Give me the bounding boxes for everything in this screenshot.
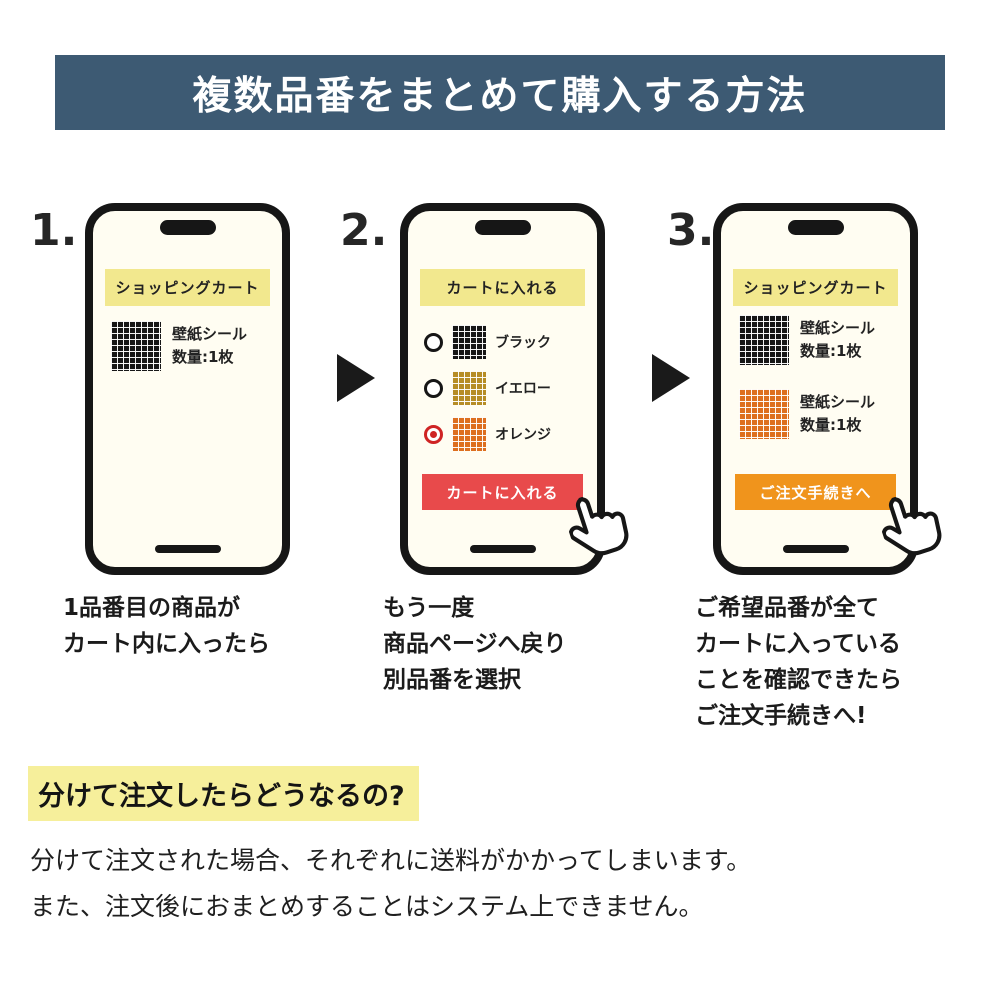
footer-heading: 分けて注文したらどうなるの? <box>28 766 419 821</box>
step2-number: 2. <box>340 205 388 256</box>
shopping-cart-header: ショッピングカート <box>105 269 270 306</box>
color-option-black: ブラック <box>424 325 551 359</box>
step1-caption: 1品番目の商品が カート内に入ったら <box>63 590 270 662</box>
color-swatch-icon <box>452 371 486 405</box>
cart-item: 壁紙シール 数量:1枚 <box>111 321 247 371</box>
hand-cursor-icon <box>872 483 951 565</box>
product-swatch-icon <box>739 315 789 365</box>
radio-button-icon <box>424 332 443 352</box>
phone-notch <box>787 220 844 235</box>
product-quantity: 数量:1枚 <box>800 342 862 360</box>
step1-number: 1. <box>30 205 78 256</box>
phone-mockup-step2: カートに入れる ブラック イエロー オレンジ カートに入れる <box>400 203 629 575</box>
add-to-cart-header: カートに入れる <box>420 269 585 306</box>
caption-line: ことを確認できたら <box>695 667 902 693</box>
footer-body-line: 分けて注文された場合、それぞれに送料がかかってしまいます。 <box>30 846 752 875</box>
cart-item: 壁紙シール 数量:1枚 <box>739 389 875 439</box>
caption-line: ご希望品番が全て <box>695 595 879 621</box>
cart-item: 壁紙シール 数量:1枚 <box>739 315 875 365</box>
phone-home-indicator <box>154 545 221 553</box>
product-info: 壁紙シール 数量:1枚 <box>800 317 875 363</box>
right-arrow-icon <box>337 354 375 402</box>
step3-caption: ご希望品番が全て カートに入っている ことを確認できたら ご注文手続きへ! <box>695 590 902 734</box>
title-banner: 複数品番をまとめて購入する方法 <box>55 55 945 130</box>
color-option-orange: オレンジ <box>424 417 551 451</box>
phone-notch <box>159 220 216 235</box>
phone-notch <box>474 220 531 235</box>
color-option-yellow: イエロー <box>424 371 551 405</box>
radio-button-icon <box>424 378 443 398</box>
phone-mockup-step1: ショッピングカート 壁紙シール 数量:1枚 <box>85 203 290 575</box>
product-name: 壁紙シール <box>800 393 876 411</box>
product-swatch-icon <box>739 389 789 439</box>
product-quantity: 数量:1枚 <box>800 416 862 434</box>
product-swatch-icon <box>111 321 161 371</box>
color-swatch-icon <box>452 417 486 451</box>
color-option-label: ブラック <box>495 335 551 351</box>
radio-button-icon <box>424 424 443 444</box>
caption-line: 別品番を選択 <box>383 667 521 693</box>
phone-home-indicator <box>469 545 536 553</box>
proceed-to-order-button: ご注文手続きへ <box>735 474 896 510</box>
phone-mockup-step3: ショッピングカート 壁紙シール 数量:1枚 壁紙シール 数量:1枚 ご注文手続き… <box>713 203 942 575</box>
product-quantity: 数量:1枚 <box>172 348 234 366</box>
caption-line: カートに入っている <box>695 631 901 657</box>
caption-line: 1品番目の商品が <box>63 595 241 621</box>
caption-line: カート内に入ったら <box>63 631 270 657</box>
product-name: 壁紙シール <box>172 325 248 343</box>
color-option-label: オレンジ <box>495 427 551 443</box>
footer-body: 分けて注文された場合、それぞれに送料がかかってしまいます。 また、注文後におまと… <box>30 838 751 930</box>
product-name: 壁紙シール <box>800 319 876 337</box>
product-info: 壁紙シール 数量:1枚 <box>800 391 875 437</box>
caption-line: 商品ページへ戻り <box>383 631 567 657</box>
step2-caption: もう一度 商品ページへ戻り 別品番を選択 <box>383 590 567 698</box>
phone-home-indicator <box>782 545 849 553</box>
color-option-label: イエロー <box>495 381 551 397</box>
shopping-cart-header: ショッピングカート <box>733 269 898 306</box>
add-to-cart-button: カートに入れる <box>422 474 583 510</box>
product-info: 壁紙シール 数量:1枚 <box>172 323 247 369</box>
step3-number: 3. <box>667 205 715 256</box>
right-arrow-icon <box>652 354 690 402</box>
footer-body-line: また、注文後におまとめすることはシステム上できません。 <box>30 892 704 921</box>
caption-line: ご注文手続きへ! <box>695 703 867 729</box>
caption-line: もう一度 <box>383 595 475 621</box>
hand-cursor-icon <box>559 483 638 565</box>
page-title: 複数品番をまとめて購入する方法 <box>192 73 808 119</box>
color-swatch-icon <box>452 325 486 359</box>
